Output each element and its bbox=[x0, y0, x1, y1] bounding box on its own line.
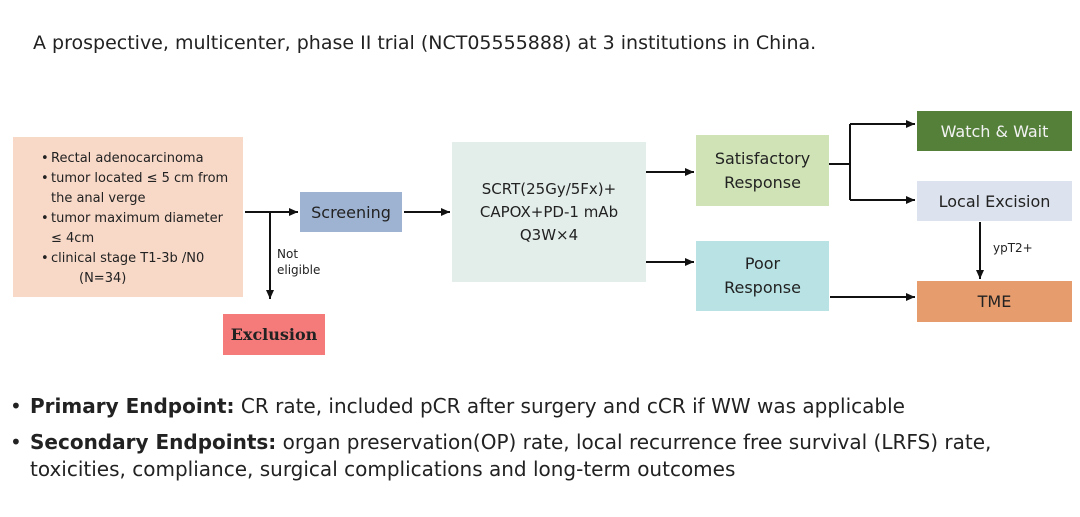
local-excision-box: Local Excision bbox=[917, 181, 1072, 221]
tme-box: TME bbox=[917, 281, 1072, 322]
satisfactory-line-2: Response bbox=[724, 172, 801, 192]
secondary-endpoint: •Secondary Endpoints: organ preservation… bbox=[10, 430, 992, 481]
page-title: A prospective, multicenter, phase II tri… bbox=[33, 32, 817, 54]
satisfactory-line-1: Satisfactory bbox=[714, 148, 811, 168]
criteria-item: •clinical stage T1-3b /N0 bbox=[41, 251, 205, 266]
ypt2-label: ypT2+ bbox=[993, 241, 1033, 255]
primary-endpoint: •Primary Endpoint: CR rate, included pCR… bbox=[10, 394, 905, 418]
poor-response-box: Poor Response bbox=[696, 241, 829, 311]
treatment-line-2: CAPOX+PD-1 mAb bbox=[479, 202, 619, 221]
criteria-count: (N=34) bbox=[79, 271, 127, 286]
poor-line-2: Response bbox=[724, 278, 801, 297]
treatment-line-1: SCRT(25Gy/5Fx)+ bbox=[481, 179, 617, 198]
endpoints-list: •Primary Endpoint: CR rate, included pCR… bbox=[10, 393, 1070, 492]
poor-line-1: Poor bbox=[744, 254, 781, 273]
criteria-item: •tumor located ≤ 5 cm from the anal verg… bbox=[41, 171, 229, 206]
inclusion-criteria-box: •Rectal adenocarcinoma •tumor located ≤ … bbox=[13, 137, 243, 297]
exclusion-box: Exclusion bbox=[223, 314, 325, 355]
screening-box: Screening bbox=[300, 192, 402, 232]
watch-wait-box: Watch & Wait bbox=[917, 111, 1072, 151]
criteria-item: •tumor maximum diameter ≤ 4cm bbox=[41, 211, 223, 246]
treatment-box: SCRT(25Gy/5Fx)+ CAPOX+PD-1 mAb Q3W×4 bbox=[452, 142, 646, 282]
criteria-item: •Rectal adenocarcinoma bbox=[41, 151, 204, 166]
not-eligible-label: Not eligible bbox=[277, 247, 321, 277]
treatment-line-3: Q3W×4 bbox=[519, 225, 579, 244]
satisfactory-response-box: Satisfactory Response bbox=[696, 135, 829, 206]
